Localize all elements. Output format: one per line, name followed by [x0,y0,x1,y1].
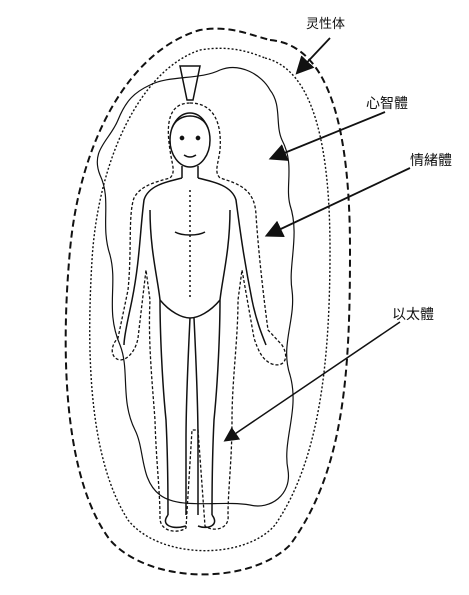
emotional-body-outline [96,66,295,507]
etheric-body-label: 以太體 [392,307,434,323]
crown-cone [179,65,201,101]
mental-body-outline [89,47,331,552]
emotional-body-label: 情緒體 [410,153,452,169]
arrow-mental [268,111,386,161]
human-figure [123,112,267,529]
etheric-body-outline [111,102,287,532]
spiritual-body-label: 灵性体 [306,17,346,32]
arrow-spiritual [295,37,331,75]
mental-body-label: 心智體 [366,96,408,112]
arrow-emotional [264,167,411,237]
arrow-etheric [223,321,401,442]
spiritual-body-outline [64,27,352,576]
